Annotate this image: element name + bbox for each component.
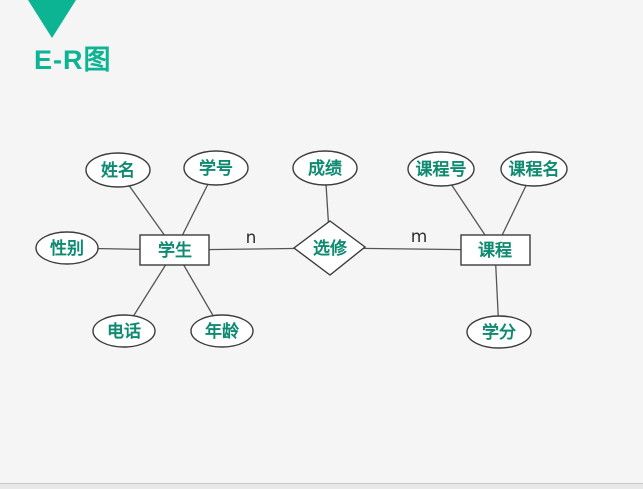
entity-rect <box>460 234 531 266</box>
attribute-label: 姓名 <box>101 160 135 180</box>
attribute-ellipse <box>407 151 475 187</box>
attribute-ellipse <box>85 152 151 188</box>
relationship-diamond <box>292 220 367 276</box>
attribute-label: 成绩 <box>308 158 342 178</box>
attribute-ellipse <box>190 314 254 348</box>
attribute-label: 课程号 <box>416 160 467 179</box>
attribute-xuehao[interactable]: 学号 <box>183 150 249 186</box>
slide-accent-triangle-icon <box>28 0 76 38</box>
attribute-xingming[interactable]: 姓名 <box>85 152 151 188</box>
attribute-chengji[interactable]: 成绩 <box>292 150 358 186</box>
attribute-dianhua[interactable]: 电话 <box>92 314 156 348</box>
entity-xuesheng[interactable]: 学生 <box>139 234 210 266</box>
attribute-xingbie[interactable]: 性别 <box>35 231 99 265</box>
entity-label: 学生 <box>158 240 192 260</box>
attribute-kechengming[interactable]: 课程名 <box>500 151 568 187</box>
attribute-nianling[interactable]: 年龄 <box>190 314 254 348</box>
attribute-ellipse <box>292 150 358 186</box>
attribute-xuefen[interactable]: 学分 <box>466 315 532 349</box>
attribute-label: 性别 <box>50 238 84 258</box>
cardinality-n-label: n <box>246 228 257 248</box>
attribute-label: 电话 <box>107 321 141 341</box>
entity-label: 课程 <box>478 241 512 260</box>
attribute-kechenghao[interactable]: 课程号 <box>407 151 475 187</box>
entity-kecheng[interactable]: 课程 <box>460 234 531 266</box>
relationship-xuanxiu[interactable]: 选修 <box>292 220 367 276</box>
cardinality-m-label: m <box>411 227 428 247</box>
attribute-ellipse <box>466 315 532 349</box>
bottom-divider <box>0 483 643 489</box>
attribute-label: 学分 <box>482 322 516 342</box>
attribute-ellipse <box>183 150 249 186</box>
entity-rect <box>139 234 210 266</box>
page-title: E-R图 <box>34 45 112 75</box>
attribute-ellipse <box>92 314 156 348</box>
attribute-label: 年龄 <box>205 321 240 341</box>
attribute-label: 学号 <box>199 158 233 178</box>
attribute-label: 课程名 <box>509 159 560 179</box>
relationship-label: 选修 <box>313 238 348 258</box>
attribute-ellipse <box>35 231 99 265</box>
attribute-ellipse <box>500 151 568 187</box>
